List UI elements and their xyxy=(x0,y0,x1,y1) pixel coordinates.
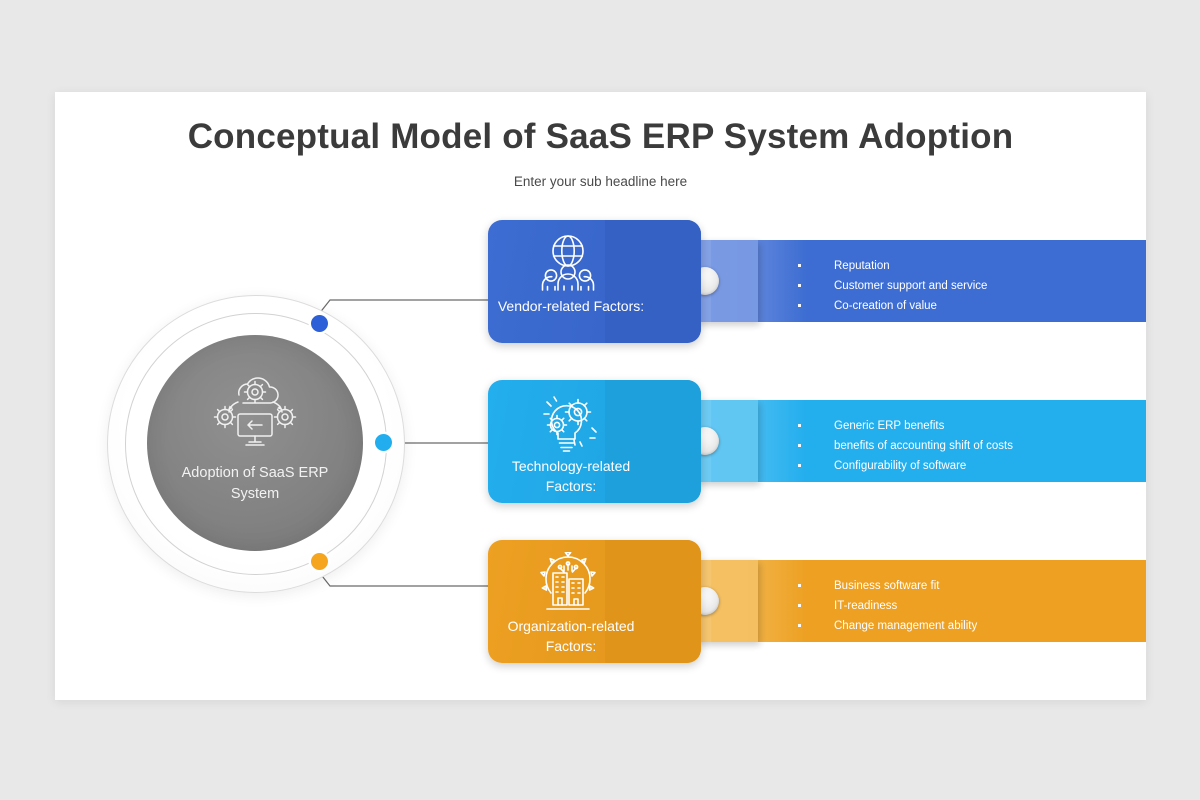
connector-dot-3 xyxy=(311,553,328,570)
gear-buildings-icon xyxy=(540,552,596,610)
card-label: Organization-related Factors: xyxy=(507,618,635,654)
bullet-item: IT-readiness xyxy=(798,596,1138,616)
bullet-item: benefits of accounting shift of costs xyxy=(798,436,1138,456)
ribbon-organization: Business software fit IT-readiness Chang… xyxy=(662,560,1146,642)
hub-label: Adoption of SaaS ERP System xyxy=(181,465,329,502)
globe-people-icon xyxy=(541,235,595,291)
card-label: Vendor-related Factors: xyxy=(497,298,645,314)
bullet-item: Change management ability xyxy=(798,616,1138,636)
lightbulb-gears-icon xyxy=(543,396,597,452)
card-label: Technology-related Factors: xyxy=(511,458,631,494)
bullet-item: Configurability of software xyxy=(798,456,1138,476)
card-round-end xyxy=(605,380,701,503)
cloud-gears-monitor-icon xyxy=(213,377,297,446)
ribbon-bar xyxy=(711,240,1146,322)
slide-canvas: Conceptual Model of SaaS ERP System Adop… xyxy=(55,92,1146,700)
bullet-list: Business software fit IT-readiness Chang… xyxy=(798,576,1138,636)
bullet-item: Generic ERP benefits xyxy=(798,416,1138,436)
ribbon-bar xyxy=(711,560,1146,642)
bullet-item: Co-creation of value xyxy=(798,296,1138,316)
page-subtitle: Enter your sub headline here xyxy=(513,174,688,189)
bullet-list: Generic ERP benefits benefits of account… xyxy=(798,416,1138,476)
bullet-item: Reputation xyxy=(798,256,1138,276)
ribbon-vendor: Reputation Customer support and service … xyxy=(662,240,1146,322)
card-vendor[interactable]: Vendor-related Factors: xyxy=(488,220,701,343)
card-round-end xyxy=(605,220,701,343)
card-technology[interactable]: Technology-related Factors: xyxy=(488,380,701,503)
ribbon-bar xyxy=(711,400,1146,482)
hub-core: Adoption of SaaS ERP System xyxy=(147,335,363,551)
bullet-item: Customer support and service xyxy=(798,276,1138,296)
bullet-list: Reputation Customer support and service … xyxy=(798,256,1138,316)
connector-dot-2 xyxy=(375,434,392,451)
center-hub: Adoption of SaaS ERP System xyxy=(107,295,405,593)
card-organization[interactable]: Organization-related Factors: xyxy=(488,540,701,663)
page-title: Conceptual Model of SaaS ERP System Adop… xyxy=(187,117,1014,156)
card-round-end xyxy=(605,540,701,663)
ribbon-technology: Generic ERP benefits benefits of account… xyxy=(662,400,1146,482)
connector-dot-1 xyxy=(311,315,328,332)
bullet-item: Business software fit xyxy=(798,576,1138,596)
